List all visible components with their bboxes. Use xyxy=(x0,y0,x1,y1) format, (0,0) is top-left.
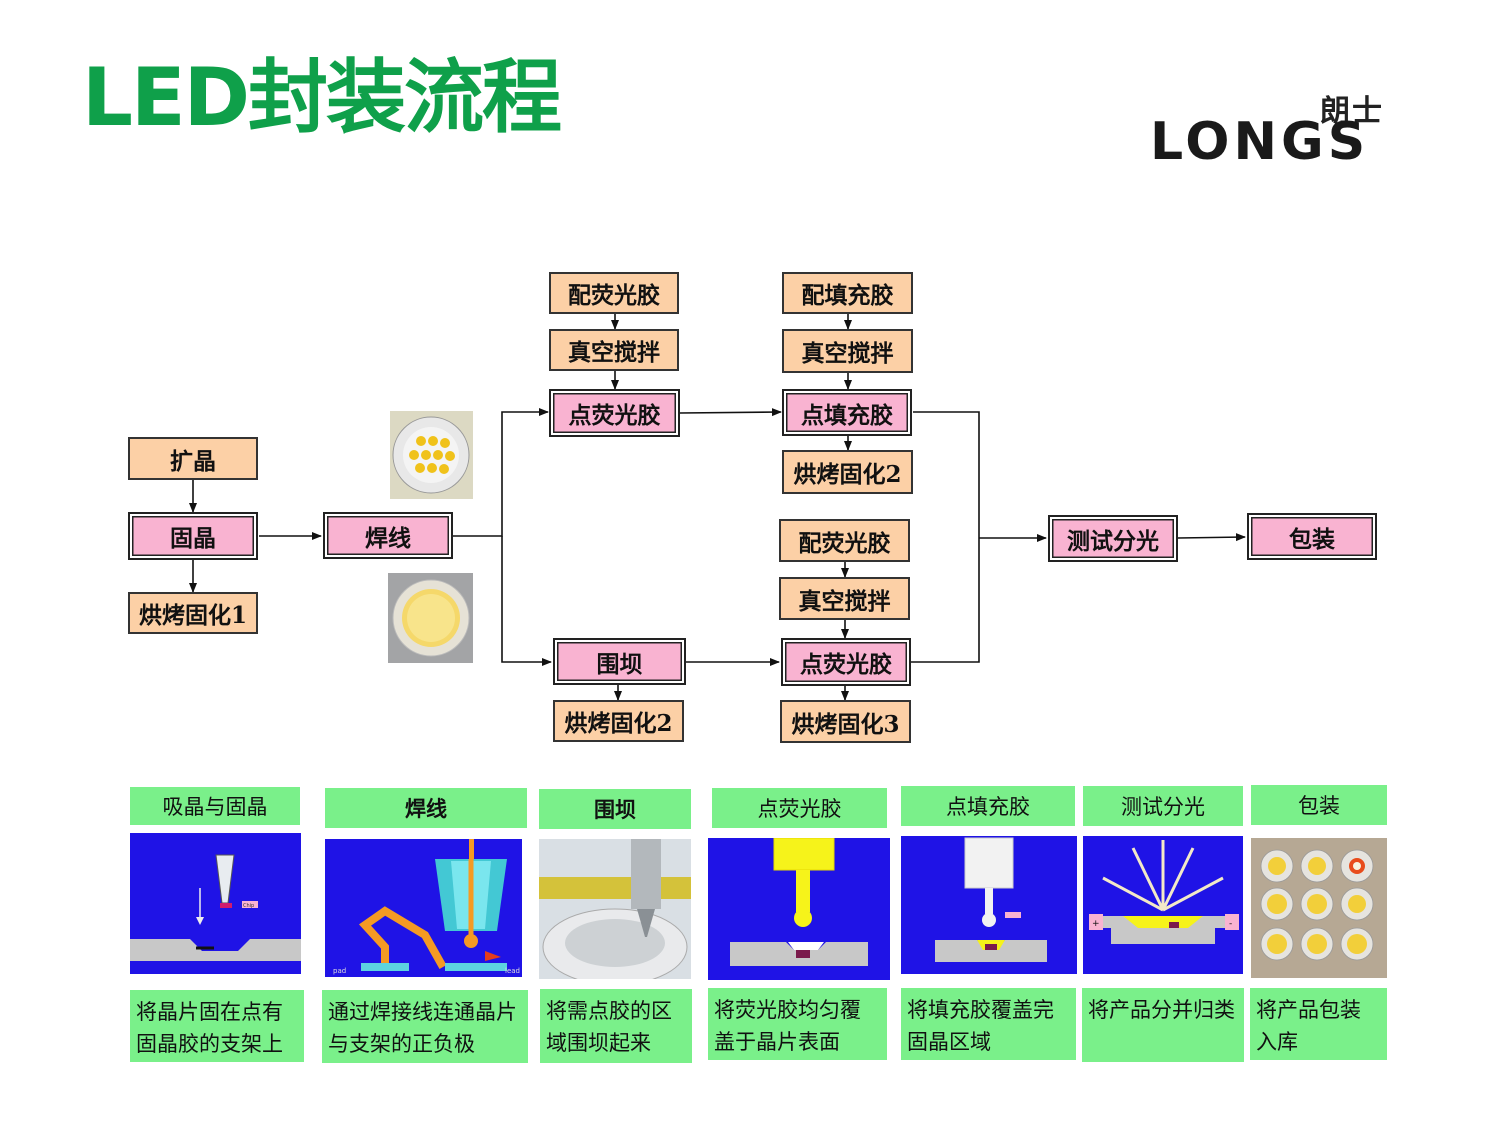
step-bake-2-top: 烘烤固化2 xyxy=(782,450,913,494)
step-vacuum-fill: 真空搅拌 xyxy=(782,329,913,373)
illustration-phosphor xyxy=(708,838,890,980)
step-desc-wire-bond: 通过焊接线连通晶片与支架的正负极 xyxy=(322,990,528,1063)
step-bake-2-bottom: 烘烤固化2 xyxy=(553,700,684,742)
step-desc-phosphor: 将荧光胶均匀覆盖于晶片表面 xyxy=(708,988,887,1060)
chip-label: Chip xyxy=(243,903,254,909)
page-title: LED封装流程 xyxy=(82,51,562,144)
illustration-fill xyxy=(901,836,1077,974)
step-die-bond: 固晶 xyxy=(128,512,258,560)
step-desc-die-attach: 将晶片固在点有固晶胶的支架上 xyxy=(130,990,304,1062)
step-desc-dam: 将需点胶的区域围坝起来 xyxy=(540,989,692,1063)
logo: LONGS xyxy=(1150,112,1370,172)
step-label-test: 测试分光 xyxy=(1083,786,1243,826)
svg-text:-: - xyxy=(1229,919,1232,929)
illustration-die-attach: Chip xyxy=(130,833,301,974)
step-vacuum-bottom: 真空搅拌 xyxy=(779,577,910,620)
step-mix-fill: 配填充胶 xyxy=(782,272,913,314)
step-expand: 扩晶 xyxy=(128,437,258,480)
step-bake-1: 烘烤固化1 xyxy=(128,592,258,634)
step-label-package: 包装 xyxy=(1251,785,1387,825)
step-desc-package: 将产品包装入库 xyxy=(1250,988,1387,1060)
cob-board-photo xyxy=(390,411,473,499)
logo-chinese: 朗士 xyxy=(1320,94,1384,129)
step-label-fill: 点填充胶 xyxy=(901,786,1075,826)
step-dam: 围坝 xyxy=(553,638,686,685)
step-label-dam: 围坝 xyxy=(539,789,691,829)
step-dispense-phosphor-top: 点荧光胶 xyxy=(549,389,680,437)
pad-label: pad xyxy=(333,967,346,975)
step-bake-3: 烘烤固化3 xyxy=(780,700,911,743)
illustration-wire-bond: pad lead xyxy=(325,839,522,977)
step-test-sort: 测试分光 xyxy=(1048,515,1178,562)
illustration-dam xyxy=(539,839,691,979)
cob-led-photo xyxy=(388,573,473,663)
step-dispense-phosphor-bottom: 点荧光胶 xyxy=(781,638,911,686)
step-label-die-attach: 吸晶与固晶 xyxy=(130,787,300,825)
step-desc-fill: 将填充胶覆盖完固晶区域 xyxy=(901,988,1076,1060)
step-label-wire-bond: 焊线 xyxy=(325,788,527,828)
step-vacuum-top: 真空搅拌 xyxy=(549,329,679,371)
step-label-phosphor: 点荧光胶 xyxy=(712,788,887,828)
illustration-test: + - xyxy=(1083,836,1243,974)
svg-text:+: + xyxy=(1092,919,1100,929)
lead-label: lead xyxy=(505,967,520,975)
step-mix-phosphor-top: 配荧光胶 xyxy=(549,272,679,314)
step-wire-bond: 焊线 xyxy=(323,512,453,559)
illustration-package xyxy=(1251,838,1387,978)
step-mix-phosphor-bottom: 配荧光胶 xyxy=(779,519,910,562)
step-package: 包装 xyxy=(1247,513,1377,560)
step-dispense-fill: 点填充胶 xyxy=(782,389,912,436)
step-desc-test: 将产品分并归类 xyxy=(1082,988,1244,1062)
